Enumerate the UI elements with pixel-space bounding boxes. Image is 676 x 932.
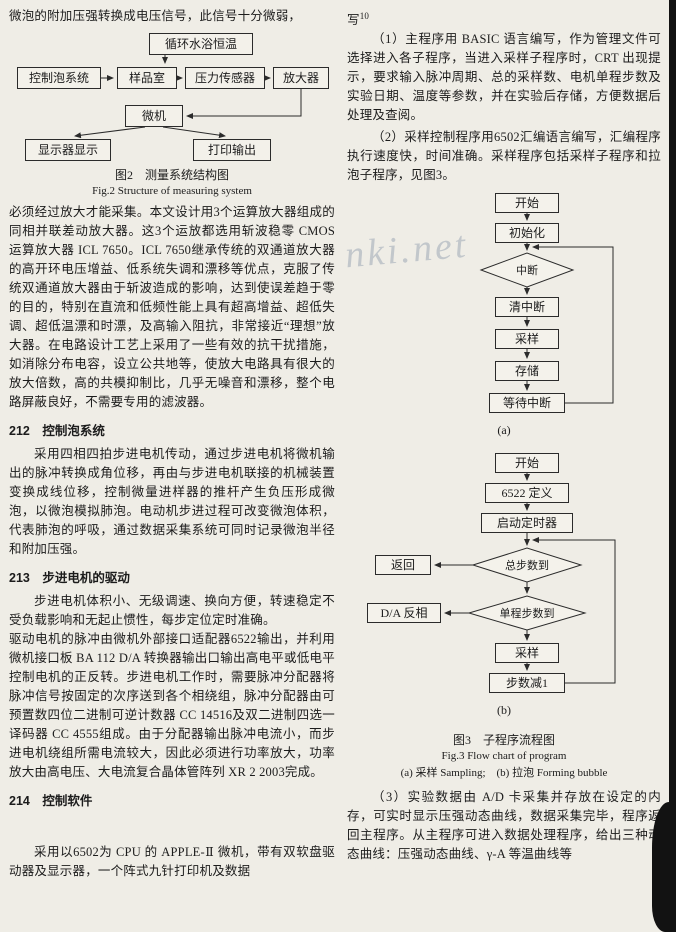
continuation-line: 写10 bbox=[347, 7, 661, 30]
paragraph-2-1-2: 采用四相四拍步进电机传动，通过步进电机将微机输出的脉冲转换成角位移，再由与步进电… bbox=[9, 447, 335, 556]
figure3-caption-sub: (a) 采样 Sampling; (b) 拉泡 Forming bubble bbox=[400, 767, 608, 780]
continuation-word: 写 bbox=[347, 13, 360, 28]
node-amplifier: 放大器 bbox=[273, 67, 329, 89]
flow-b-node-start: 开始 bbox=[495, 453, 559, 474]
node-display-output: 显示器显示 bbox=[25, 139, 111, 161]
figure3-caption-cn: 图3 子程序流程图 bbox=[452, 733, 555, 748]
flow-b-node-single-pass-decision: 单程步数到 bbox=[499, 608, 555, 621]
heading-2-1-3: 213 步进电机的驱动 bbox=[9, 571, 130, 585]
flowchart-bubble-connectors bbox=[434, 473, 616, 684]
node-microcomputer: 微机 bbox=[125, 105, 183, 127]
intro-paragraph: 微泡的附加压强转换成电压信号，此信号十分微弱， bbox=[9, 9, 302, 23]
flow-a-node-interrupt-decision: 中断 bbox=[516, 265, 538, 278]
node-print-output: 打印输出 bbox=[193, 139, 271, 161]
scan-dark-edge bbox=[669, 0, 676, 932]
flow-a-node-start: 开始 bbox=[495, 193, 559, 214]
node-water-bath: 循环水浴恒温 bbox=[149, 33, 253, 55]
node-sample-room: 样品室 bbox=[117, 67, 177, 89]
flow-a-node-init: 初始化 bbox=[495, 223, 559, 244]
flow-b-node-return: 返回 bbox=[375, 555, 431, 576]
flow-a-node-sample: 采样 bbox=[495, 329, 559, 350]
node-pressure-sensor: 压力传感器 bbox=[185, 67, 265, 89]
flow-b-node-decrement-steps: 步数减1 bbox=[489, 673, 565, 694]
flow-a-node-wait-interrupt: 等待中断 bbox=[489, 393, 565, 414]
figure2-caption-cn: 图2 测量系统结构图 bbox=[114, 168, 229, 182]
figure2-connectors bbox=[74, 55, 302, 139]
flow-b-node-sample: 采样 bbox=[495, 643, 559, 664]
superscript-reference: 10 bbox=[359, 11, 370, 21]
paragraph-item-1: （1）主程序用 BASIC 语言编写，作为管理文件可选择进入各子程序，当进入采样… bbox=[347, 32, 661, 123]
flow-a-sublabel: (a) bbox=[497, 423, 511, 438]
paragraph-amplifier: 必须经过放大才能采集。本文设计用3个运算放大器组成的同相并联差动放大器。这3个运… bbox=[9, 205, 335, 409]
flow-b-node-start-timer: 启动定时器 bbox=[481, 513, 573, 534]
flowchart-sampling: 开始 初始化 中断 清中断 采样 存储 等待中断 (a) bbox=[347, 193, 661, 443]
paragraph-2-1-4: 采用以6502为 CPU 的 APPLE-Ⅱ 微机，带有双软盘驱动器及显示器，一… bbox=[9, 845, 335, 878]
flowchart-bubble: 开始 6522 定义 启动定时器 总步数到 返回 单程步数到 D/A 反相 采样… bbox=[347, 453, 661, 725]
heading-2-1-2: 212 控制泡系统 bbox=[9, 424, 105, 438]
paragraph-item-2: （2）采样控制程序用6502汇编语言编写，汇编程序执行速度快，时间准确。采样程序… bbox=[347, 130, 661, 183]
flow-b-node-da-invert: D/A 反相 bbox=[367, 603, 441, 624]
flow-b-node-total-steps-decision: 总步数到 bbox=[505, 560, 549, 573]
node-bubble-control: 控制泡系统 bbox=[17, 67, 101, 89]
paragraph-2-1-3b: 驱动电机的脉冲由微机外部接口适配器6522输出，并利用微机接口板 BA 112 … bbox=[9, 632, 335, 779]
right-column: 写10 （1）主程序用 BASIC 语言编写，作为管理文件可选择进入各子程序，当… bbox=[347, 7, 661, 864]
heading-2-1-4: 214 控制软件 bbox=[9, 794, 93, 808]
flow-a-node-store: 存储 bbox=[495, 361, 559, 382]
flowchart-sampling-connectors bbox=[479, 213, 614, 404]
scan-corner-blob bbox=[652, 802, 676, 932]
paragraph-item-3: （3）实验数据由 A/D 卡采集并存放在设定的内存，可实时显示压强动态曲线，数据… bbox=[347, 790, 661, 862]
flow-a-node-clear-interrupt: 清中断 bbox=[495, 297, 559, 318]
figure2-caption-en: Fig.2 Structure of measuring system bbox=[92, 185, 252, 197]
flow-b-node-6522-define: 6522 定义 bbox=[485, 483, 569, 504]
paragraph-2-1-3a: 步进电机体积小、无级调速、换向方便，转速稳定不受负载影响和无起止惯性，每步定位定… bbox=[9, 594, 335, 627]
figure3-caption-en: Fig.3 Flow chart of program bbox=[441, 750, 567, 763]
left-column: 微泡的附加压强转换成电压信号，此信号十分微弱， bbox=[9, 7, 335, 881]
figure2-diagram: 循环水浴恒温 控制泡系统 样品室 压力传感器 放大器 微机 显示器显示 打印输出 bbox=[9, 31, 335, 163]
flow-b-sublabel: (b) bbox=[497, 703, 511, 718]
